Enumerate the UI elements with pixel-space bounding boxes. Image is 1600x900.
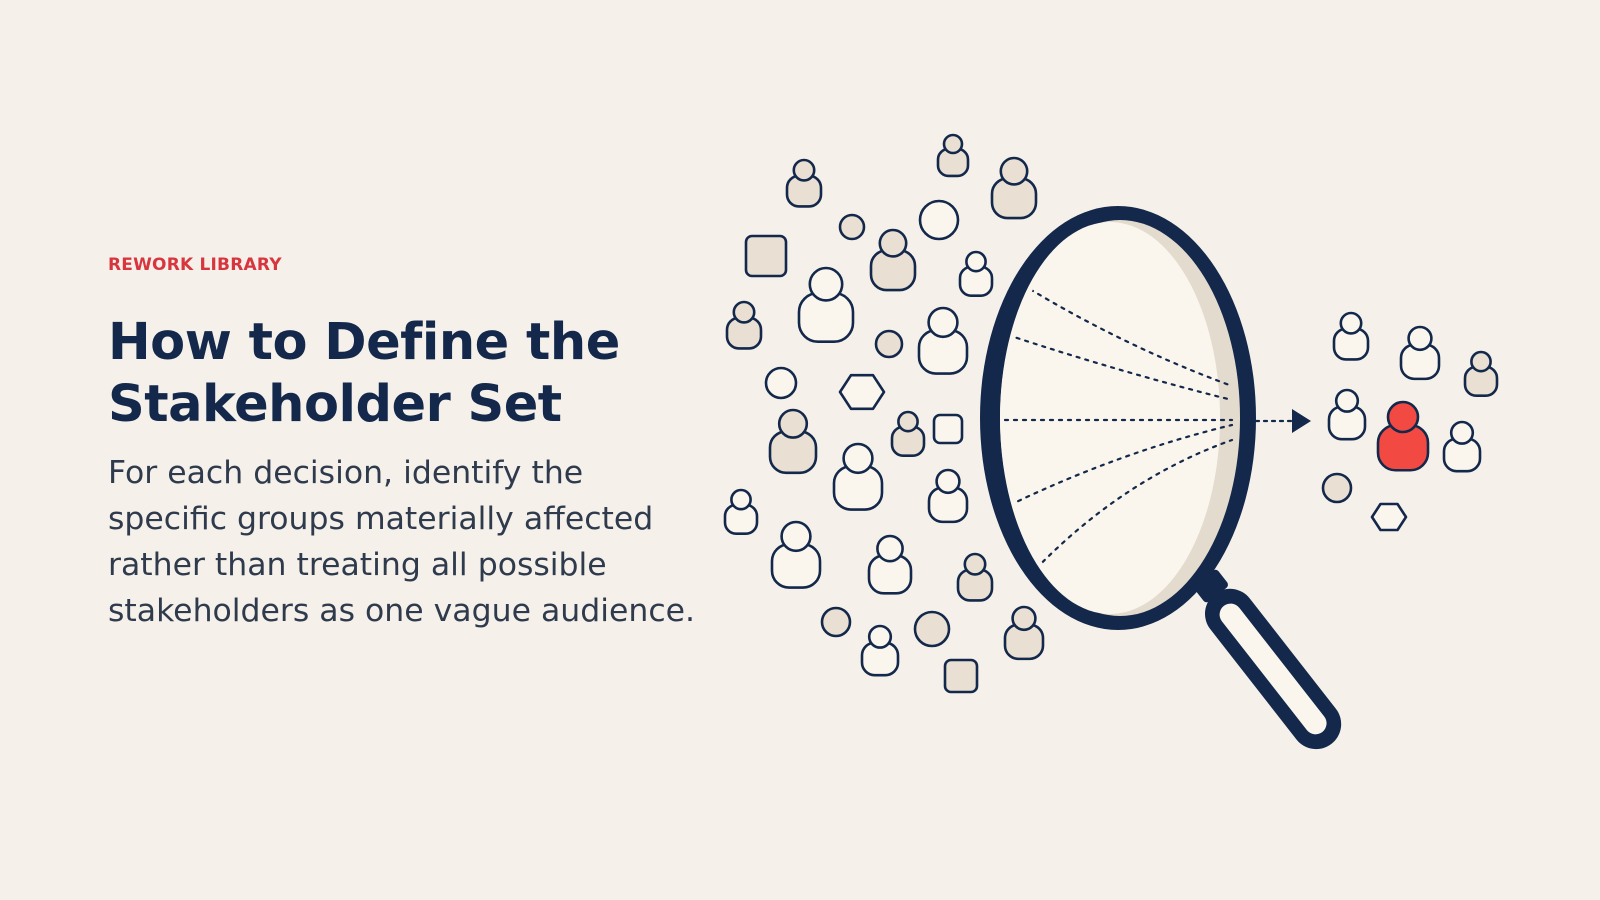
- person-icon: [1399, 325, 1441, 381]
- circle-icon: [1321, 472, 1353, 504]
- circle-icon: [820, 606, 852, 638]
- text-block: REWORK LIBRARY How to Define the Stakeho…: [108, 255, 728, 634]
- square-icon: [932, 413, 964, 445]
- person-icon: [1327, 388, 1367, 441]
- circle-icon: [838, 213, 866, 241]
- square-icon: [943, 658, 979, 694]
- person-icon: [867, 534, 913, 595]
- person-icon: [832, 442, 884, 511]
- magnifying-glass-icon: [980, 206, 1342, 750]
- person-icon: [768, 408, 818, 475]
- square-icon: [744, 234, 788, 278]
- person-icon: [958, 250, 994, 297]
- person-icon: [860, 624, 900, 677]
- category-label: REWORK LIBRARY: [108, 255, 282, 275]
- circle-icon: [918, 199, 960, 241]
- person-icon: [927, 468, 969, 524]
- person-icon: [869, 228, 917, 292]
- circle-icon: [913, 610, 951, 648]
- circle-icon: [764, 366, 798, 400]
- person-icon: [936, 133, 970, 178]
- person-icon: [770, 520, 822, 589]
- person-icon: [1332, 311, 1370, 361]
- hexagon-icon: [1370, 502, 1408, 532]
- person-icon: [990, 156, 1038, 220]
- person-icon: [725, 300, 763, 350]
- page-title: How to Define the Stakeholder Set: [108, 313, 620, 435]
- person-icon: [785, 158, 823, 208]
- arrow-right-icon: [1254, 409, 1311, 433]
- hexagon-icon: [838, 373, 886, 411]
- crowd-group: [723, 133, 1045, 694]
- person-icon: [1442, 420, 1482, 473]
- person-icon: [917, 306, 969, 375]
- person-icon: [1376, 400, 1430, 472]
- person-icon: [1463, 350, 1499, 397]
- person-icon: [890, 410, 926, 457]
- person-icon: [723, 488, 759, 535]
- circle-icon: [874, 329, 904, 359]
- page-description: For each decision, identify the specific…: [108, 455, 696, 630]
- selected-stakeholder-group: [1321, 311, 1499, 532]
- person-icon: [797, 266, 855, 344]
- person-icon: [1003, 605, 1045, 661]
- person-icon: [956, 552, 994, 602]
